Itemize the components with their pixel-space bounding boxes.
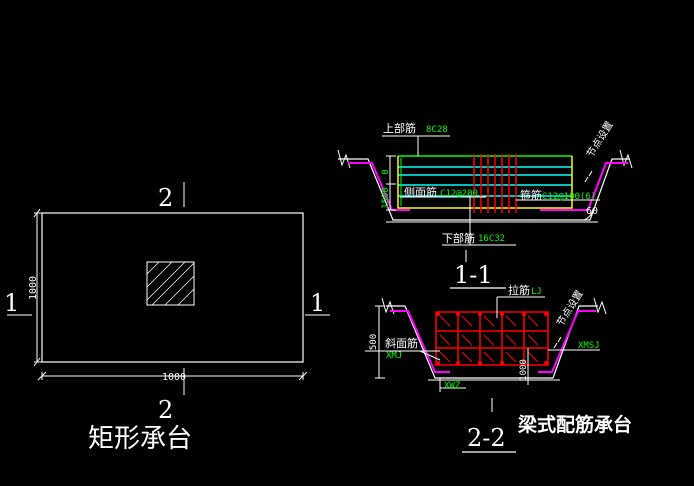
section-1-1: 0 1500 60 节点设置 上部筋 8C28 侧面筋 C12@200 箍筋 C… <box>337 119 633 289</box>
dim-height-text: 1000 <box>28 276 39 300</box>
section-1-1-title: 1-1 <box>454 261 493 289</box>
side-bar-label: 侧面筋 <box>404 185 437 199</box>
slope-bar-2-right <box>538 310 596 373</box>
pier-outline <box>146 261 195 306</box>
break-mark-2-right <box>593 297 607 315</box>
rect-cap-plan: 2 2 1 1 1000 1000 矩形承台 <box>4 182 330 454</box>
stirrups-red <box>473 154 517 213</box>
section-1-1-outline <box>338 158 630 221</box>
slope-bar-2-left <box>390 310 450 373</box>
top-bar-spec: 8C28 <box>426 125 448 135</box>
bottom-bar-yellow <box>397 156 573 209</box>
dim-left-a: 0 <box>381 169 391 174</box>
leaders-1-1 <box>382 135 600 246</box>
slope-bar-right <box>540 162 628 211</box>
section-label-bottom: 2 <box>158 396 173 424</box>
section-label-right: 1 <box>310 289 325 317</box>
pier-hatch <box>146 261 195 306</box>
rebar-cage-hooks <box>439 315 539 363</box>
tie-label: 拉筋 <box>508 283 530 297</box>
dim-left-1-1 <box>386 155 396 211</box>
dim-height <box>33 208 46 367</box>
dim-left-2-2 <box>375 305 385 379</box>
break-mark-2-left <box>381 297 395 315</box>
angle-text: 60 <box>586 206 598 217</box>
angle-arc <box>583 208 594 221</box>
bottom-spec: XWZ <box>444 381 461 391</box>
slope-bar-label: 斜面筋 <box>385 336 418 350</box>
side-bar-spec: C12@200 <box>440 189 478 199</box>
bottom-bar-label: 下部筋 <box>442 231 475 245</box>
dim-left-b: 1500 <box>381 187 391 209</box>
right-spec: XMSJ <box>578 341 600 351</box>
break-mark-right <box>619 149 633 169</box>
slope-note-dashes-1-1 <box>584 170 593 183</box>
tie-spec: LJ <box>531 287 542 297</box>
cap-outline <box>41 212 304 363</box>
slope-bar-spec: XMJ <box>386 351 402 361</box>
section-label-left: 1 <box>4 289 19 317</box>
dim-width <box>37 371 308 381</box>
stirrup-spec: C12@100(6) <box>542 192 596 202</box>
dim-width-text: 1000 <box>162 372 186 383</box>
break-mark-left <box>337 149 351 169</box>
section-label-top: 2 <box>158 184 173 212</box>
leaders-2-2 <box>365 296 600 392</box>
dim-left-2-2-text: 500 <box>369 334 379 350</box>
section-2-2-title: 2-2 <box>467 424 506 452</box>
stirrup-label: 箍筋 <box>520 188 542 202</box>
dim-right-2-2-text: 1000 <box>519 359 529 381</box>
rebar-dots <box>436 312 548 365</box>
bottom-bar-spec: 16C32 <box>478 234 505 244</box>
top-bar-label: 上部筋 <box>383 121 416 135</box>
slope-note-dashes-2-2 <box>553 336 562 349</box>
slope-bar-left <box>348 162 410 211</box>
rebar-cage <box>435 311 549 366</box>
beam-cap-caption: 梁式配筋承台 <box>517 413 632 436</box>
rebar-cage-grid <box>436 312 548 365</box>
section-2-2-outline <box>386 305 598 379</box>
rect-cap-title: 矩形承台 <box>88 424 192 454</box>
